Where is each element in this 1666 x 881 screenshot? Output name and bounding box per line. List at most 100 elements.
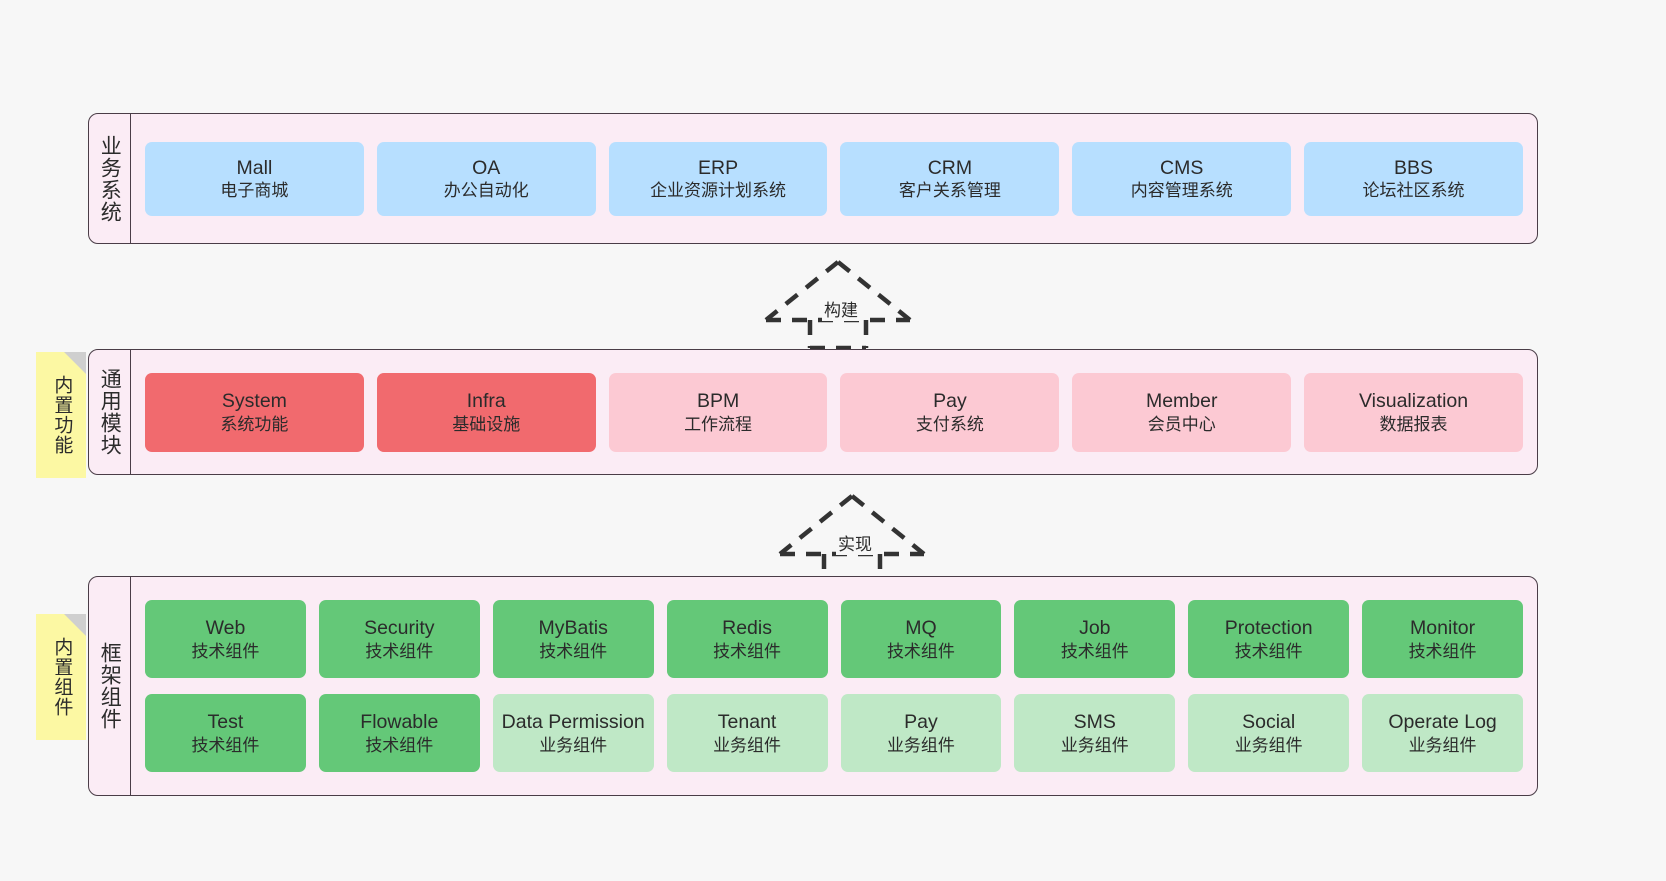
card-title-en: OA — [472, 156, 501, 179]
note-fold-corner-icon — [64, 614, 86, 636]
card-job[interactable]: Job 技术组件 — [1014, 600, 1176, 678]
card-pay-component[interactable]: Pay 业务组件 — [840, 694, 1002, 772]
card-sms[interactable]: SMS 业务组件 — [1014, 694, 1176, 772]
card-erp[interactable]: ERP 企业资源计划系统 — [608, 141, 828, 216]
card-title-en: Pay — [933, 390, 967, 413]
card-title-en: Pay — [904, 711, 938, 734]
card-title-cn: 工作流程 — [684, 414, 753, 434]
card-title-cn: 技术组件 — [191, 735, 260, 755]
card-security[interactable]: Security 技术组件 — [318, 600, 480, 678]
card-title-cn: 论坛社区系统 — [1362, 181, 1465, 201]
card-title-cn: 企业资源计划系统 — [650, 181, 787, 201]
card-oa[interactable]: OA 办公自动化 — [376, 141, 596, 216]
card-title-en: Redis — [722, 617, 772, 640]
card-test[interactable]: Test 技术组件 — [145, 694, 306, 772]
card-title-cn: 技术组件 — [365, 735, 434, 755]
generalization-arrow-icon — [764, 260, 912, 351]
card-pay[interactable]: Pay 支付系统 — [840, 372, 1060, 452]
card-title-en: Flowable — [360, 711, 439, 734]
card-web[interactable]: Web 技术组件 — [145, 600, 306, 678]
card-title-cn: 技术组件 — [1060, 641, 1129, 661]
card-title-cn: 技术组件 — [365, 641, 434, 661]
card-title-cn: 技术组件 — [713, 641, 782, 661]
card-social[interactable]: Social 业务组件 — [1188, 694, 1350, 772]
card-row: Web 技术组件 Security 技术组件 MyBatis 技术组件 Redi… — [145, 600, 1523, 678]
card-title-cn: 基础设施 — [452, 414, 521, 434]
card-visualization[interactable]: Visualization 数据报表 — [1304, 372, 1523, 452]
card-flowable[interactable]: Flowable 技术组件 — [318, 694, 480, 772]
card-operate-log[interactable]: Operate Log 业务组件 — [1362, 694, 1523, 772]
layer-title-text: 业务系统 — [98, 134, 122, 223]
card-title-en: Mall — [236, 156, 273, 179]
layer-title-common-modules: 通用模块 — [89, 350, 131, 474]
layer-common-modules: 通用模块 System 系统功能 Infra 基础设施 BPM 工作流程 Pay — [88, 349, 1538, 475]
card-title-en: Member — [1145, 390, 1218, 413]
card-data-permission[interactable]: Data Permission 业务组件 — [492, 694, 654, 772]
card-crm[interactable]: CRM 客户关系管理 — [840, 141, 1060, 216]
card-title-cn: 系统功能 — [220, 414, 289, 434]
card-title-en: Tenant — [717, 711, 777, 734]
layer-title-text: 框架组件 — [98, 642, 122, 730]
card-bbs[interactable]: BBS 论坛社区系统 — [1304, 141, 1523, 216]
card-title-cn: 业务组件 — [539, 735, 608, 755]
card-title-cn: 数据报表 — [1379, 414, 1448, 434]
card-tenant[interactable]: Tenant 业务组件 — [666, 694, 828, 772]
card-title-cn: 技术组件 — [886, 641, 955, 661]
card-title-cn: 电子商城 — [220, 181, 289, 201]
note-fold-corner-icon — [64, 352, 86, 374]
card-title-cn: 客户关系管理 — [898, 181, 1001, 201]
card-title-en: BPM — [696, 390, 740, 413]
card-title-cn: 会员中心 — [1147, 414, 1216, 434]
card-title-en: Protection — [1224, 617, 1313, 640]
card-bpm[interactable]: BPM 工作流程 — [608, 372, 828, 452]
card-title-en: Security — [364, 617, 435, 640]
card-title-en: Job — [1079, 617, 1111, 640]
card-title-cn: 办公自动化 — [443, 181, 529, 201]
card-title-cn: 业务组件 — [713, 735, 782, 755]
layer-body-business-systems: Mall 电子商城 OA 办公自动化 ERP 企业资源计划系统 CRM 客户关系… — [131, 114, 1537, 243]
card-title-cn: 技术组件 — [1234, 641, 1303, 661]
card-cms[interactable]: CMS 内容管理系统 — [1072, 141, 1292, 216]
card-monitor[interactable]: Monitor 技术组件 — [1362, 600, 1523, 678]
layer-title-business-systems: 业务系统 — [89, 114, 131, 243]
card-title-en: BBS — [1394, 156, 1434, 179]
card-title-en: Visualization — [1358, 390, 1469, 413]
card-row: Test 技术组件 Flowable 技术组件 Data Permission … — [145, 694, 1523, 772]
card-title-en: System — [221, 390, 287, 413]
card-protection[interactable]: Protection 技术组件 — [1188, 600, 1350, 678]
card-title-cn: 支付系统 — [915, 414, 984, 434]
card-redis[interactable]: Redis 技术组件 — [666, 600, 828, 678]
card-title-cn: 技术组件 — [539, 641, 608, 661]
card-title-en: Data Permission — [501, 711, 645, 734]
card-title-en: Web — [205, 617, 246, 640]
card-system[interactable]: System 系统功能 — [145, 372, 364, 452]
card-title-en: Operate Log — [1388, 711, 1497, 734]
card-title-en: Test — [207, 711, 244, 734]
card-row: Mall 电子商城 OA 办公自动化 ERP 企业资源计划系统 CRM 客户关系… — [145, 141, 1523, 216]
layer-title-framework-components: 框架组件 — [89, 577, 131, 795]
card-title-cn: 业务组件 — [1234, 735, 1303, 755]
card-title-en: SMS — [1073, 711, 1116, 734]
card-mq[interactable]: MQ 技术组件 — [840, 600, 1002, 678]
note-label: 内置功能 — [51, 375, 73, 455]
card-title-en: CRM — [927, 156, 973, 179]
arrow-implement: 实现 — [776, 492, 928, 585]
card-title-en: CMS — [1160, 156, 1204, 179]
layer-body-common-modules: System 系统功能 Infra 基础设施 BPM 工作流程 Pay 支付系统… — [131, 350, 1537, 474]
card-title-cn: 业务组件 — [1060, 735, 1129, 755]
card-infra[interactable]: Infra 基础设施 — [376, 372, 596, 452]
card-title-cn: 业务组件 — [1408, 735, 1477, 755]
note-builtin-function: 内置功能 — [36, 352, 86, 478]
card-row: System 系统功能 Infra 基础设施 BPM 工作流程 Pay 支付系统… — [145, 372, 1523, 452]
note-builtin-component: 内置组件 — [36, 614, 86, 740]
layer-framework-components: 框架组件 Web 技术组件 Security 技术组件 MyBatis 技术组件… — [88, 576, 1538, 796]
card-title-en: MyBatis — [538, 617, 608, 640]
card-mybatis[interactable]: MyBatis 技术组件 — [492, 600, 654, 678]
layer-body-framework-components: Web 技术组件 Security 技术组件 MyBatis 技术组件 Redi… — [131, 577, 1537, 795]
card-mall[interactable]: Mall 电子商城 — [145, 141, 364, 216]
card-title-cn: 内容管理系统 — [1130, 181, 1233, 201]
arrow-build: 构建 — [762, 258, 914, 351]
card-title-en: Infra — [466, 390, 506, 413]
card-member[interactable]: Member 会员中心 — [1072, 372, 1292, 452]
